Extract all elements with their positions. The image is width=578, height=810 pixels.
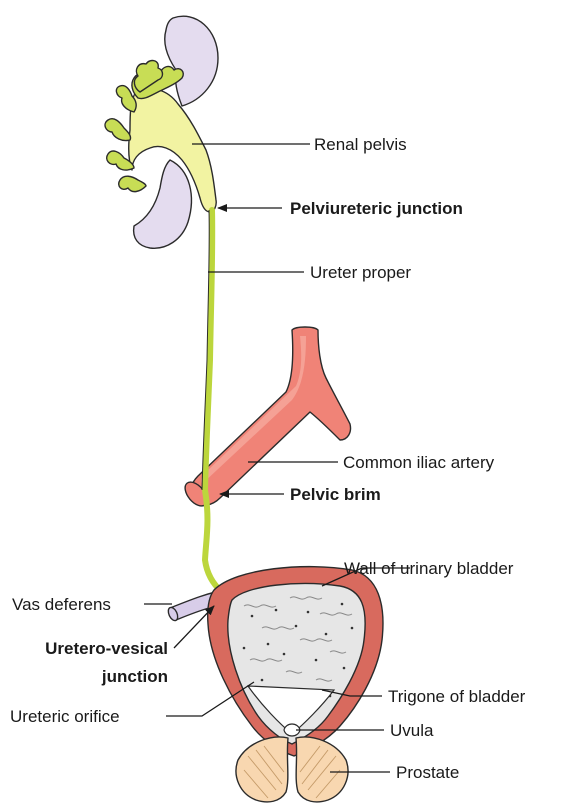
kidney-lower-lobe [134, 160, 192, 248]
label-ureteric-orifice: Ureteric orifice [10, 707, 120, 726]
kidney-upper-lobe [165, 16, 218, 106]
label-vas-deferens: Vas deferens [12, 595, 111, 614]
label-uvula: Uvula [390, 721, 434, 740]
label-wall-of-urinary-bladder: Wall of urinary bladder [344, 559, 514, 578]
label-ureter-proper: Ureter proper [310, 263, 411, 282]
label-renal-pelvis: Renal pelvis [314, 135, 407, 154]
kidney [105, 16, 218, 248]
label-common-iliac-artery: Common iliac artery [343, 453, 495, 472]
label-uretero-vesical-junction-line2: junction [101, 667, 168, 686]
label-trigone-of-bladder: Trigone of bladder [388, 687, 526, 706]
urinary-bladder [208, 567, 383, 756]
label-uretero-vesical-junction-line1: Uretero-vesical [45, 639, 168, 658]
label-pelviureteric-junction: Pelviureteric junction [290, 199, 463, 218]
label-pelvic-brim: Pelvic brim [290, 485, 381, 504]
label-prostate: Prostate [396, 763, 459, 782]
